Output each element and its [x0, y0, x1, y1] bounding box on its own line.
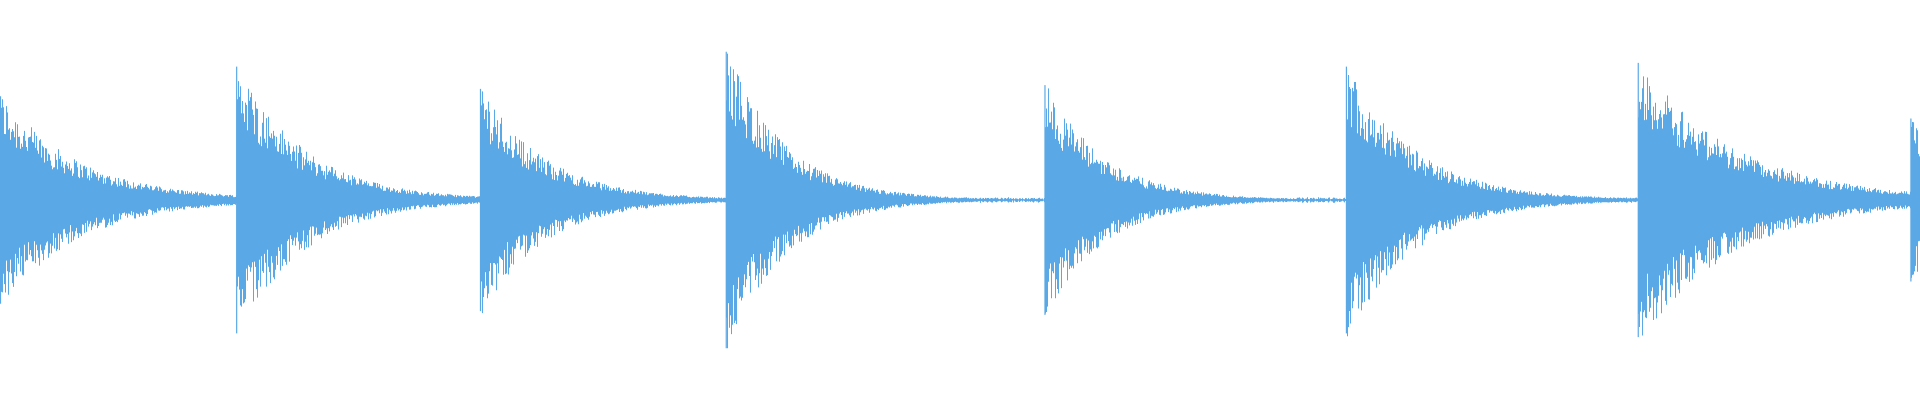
waveform-samples: [0, 53, 1920, 349]
waveform-path: [0, 53, 1920, 349]
